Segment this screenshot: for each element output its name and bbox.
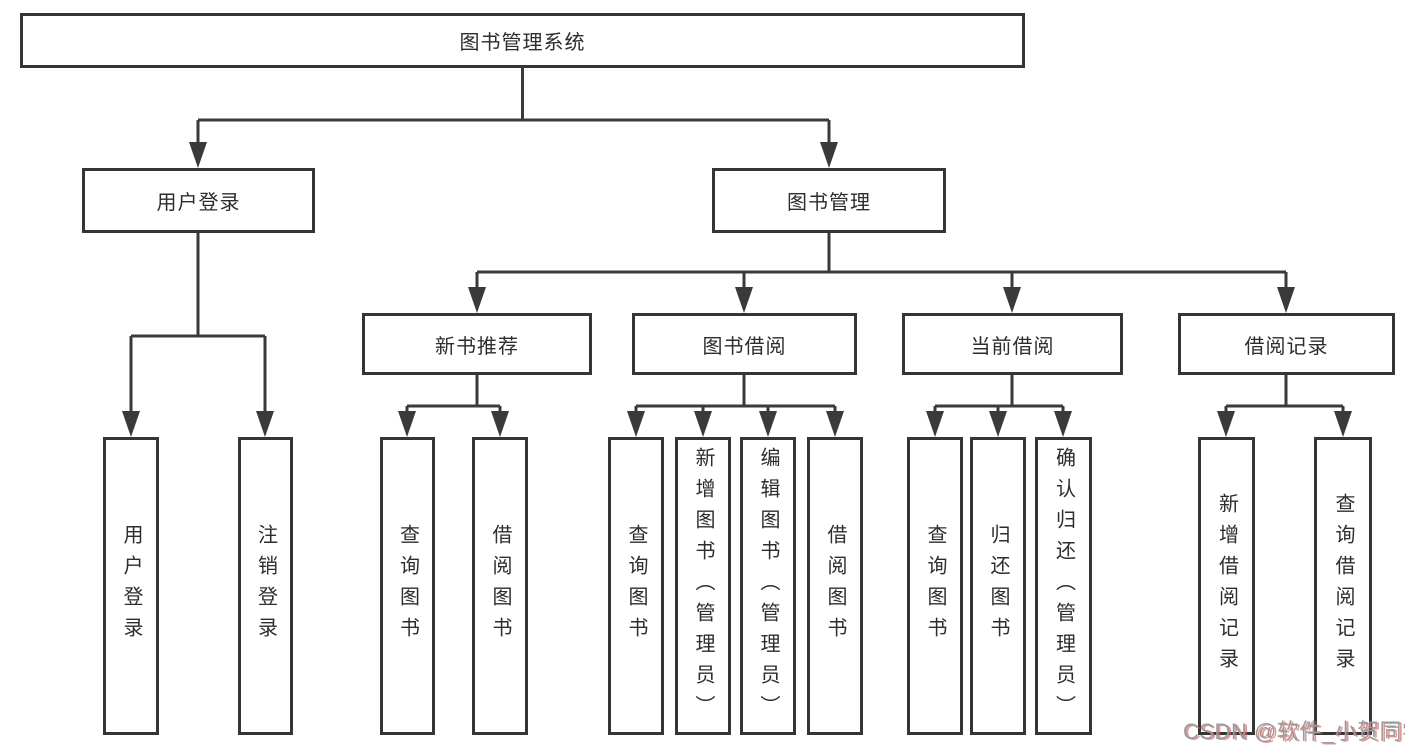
node-query-books-current: 查询图书	[907, 437, 963, 735]
node-return-books: 归还图书	[970, 437, 1026, 735]
node-edit-books-admin: 编辑图书（管理员）	[740, 437, 796, 735]
arrowheads	[122, 142, 1352, 437]
node-add-borrow-record: 新增借阅记录	[1198, 437, 1255, 735]
node-borrow-books-recommend: 借阅图书	[472, 437, 528, 735]
node-user-login-action: 用户登录	[103, 437, 159, 735]
node-logout-action: 注销登录	[238, 437, 293, 735]
node-book-management: 图书管理	[712, 168, 946, 233]
node-add-books-admin: 新增图书（管理员）	[675, 437, 731, 735]
node-confirm-return-admin: 确认归还（管理员）	[1035, 437, 1092, 735]
node-library-system: 图书管理系统	[20, 13, 1025, 68]
node-book-borrowing: 图书借阅	[632, 313, 857, 375]
node-query-books-borrowing: 查询图书	[608, 437, 664, 735]
node-user-login: 用户登录	[82, 168, 315, 233]
node-borrow-books-borrowing: 借阅图书	[807, 437, 863, 735]
node-current-borrowing: 当前借阅	[902, 313, 1123, 375]
node-query-borrow-record: 查询借阅记录	[1314, 437, 1372, 735]
csdn-watermark: CSDN @软件_小贺同学	[1183, 719, 1405, 744]
node-new-book-recommendation: 新书推荐	[362, 313, 592, 375]
node-borrowing-records: 借阅记录	[1178, 313, 1395, 375]
node-query-books-recommend: 查询图书	[380, 437, 435, 735]
